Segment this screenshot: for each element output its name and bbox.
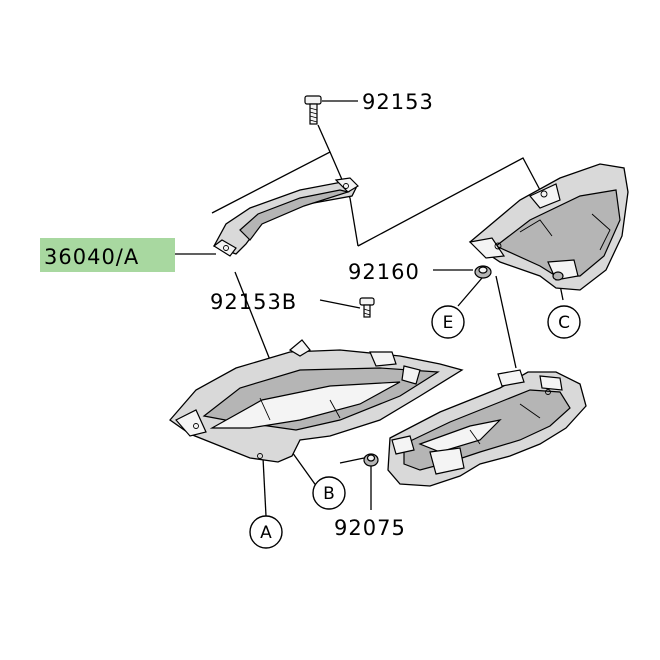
callout-c: C (547, 305, 581, 339)
rear-panel-right-icon (468, 163, 629, 291)
highlight-36040a (40, 238, 175, 272)
svg-text:E: E (443, 313, 454, 333)
part-number-36040a: 36040/A (44, 245, 139, 269)
part-number-92160: 92160 (348, 260, 420, 284)
part-number-92153b: 92153B (210, 290, 297, 314)
screw-c-icon (552, 271, 564, 281)
side-cover-left-icon (169, 339, 464, 463)
part-number-92153: 92153 (362, 90, 434, 114)
leader-lines (175, 100, 564, 517)
callout-e: E (431, 305, 465, 339)
bolt-92153-icon (304, 95, 322, 125)
callout-a: A (249, 515, 283, 549)
svg-text:A: A (260, 523, 272, 543)
rail-36040a-icon (212, 177, 359, 257)
nut-92160-icon (474, 265, 492, 279)
callout-b: B (312, 476, 346, 510)
lower-rear-cover-icon (387, 369, 587, 487)
part-number-92075: 92075 (334, 516, 406, 540)
svg-text:C: C (558, 313, 570, 333)
nut-92075-icon (363, 453, 379, 467)
svg-text:B: B (323, 484, 335, 504)
bolt-92153b-icon (359, 297, 375, 318)
